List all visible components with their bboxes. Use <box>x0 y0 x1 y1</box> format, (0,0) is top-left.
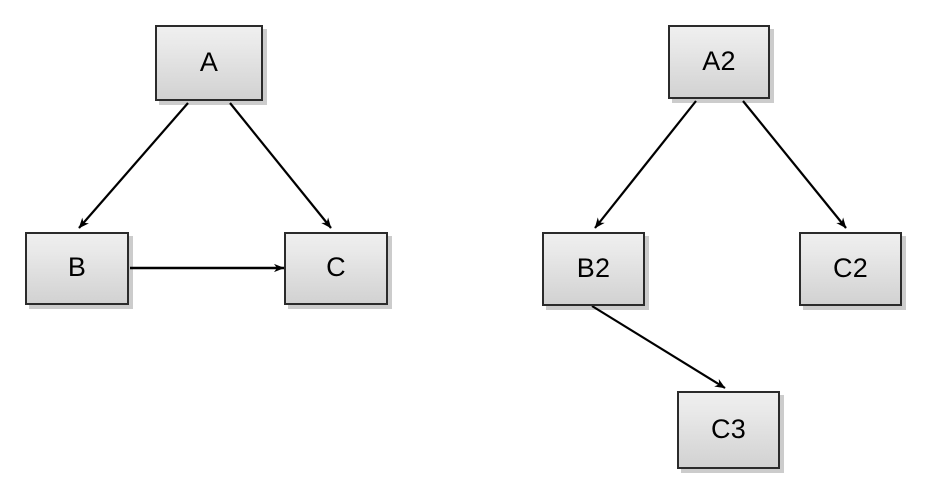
edge-a2-b2 <box>594 100 697 229</box>
node-c-label: C <box>326 252 346 282</box>
edge-a-b <box>78 102 189 229</box>
node-b2[interactable]: B2 <box>542 232 645 306</box>
node-b-label: B <box>67 252 87 282</box>
node-c2[interactable]: C2 <box>799 232 902 306</box>
edge-a2-c2 <box>742 100 847 229</box>
node-a-label: A <box>199 46 219 77</box>
node-c3-label: C3 <box>711 413 746 444</box>
node-a2-label: A2 <box>702 45 736 76</box>
node-c[interactable]: C <box>284 232 388 305</box>
edge-a-c <box>229 102 332 229</box>
node-c3[interactable]: C3 <box>677 391 780 469</box>
node-b[interactable]: B <box>25 232 129 305</box>
edge-b2-c3 <box>591 305 726 389</box>
node-b2-label: B2 <box>576 252 611 283</box>
node-a2[interactable]: A2 <box>668 25 770 99</box>
node-a[interactable]: A <box>155 25 263 101</box>
node-c2-label: C2 <box>833 252 868 283</box>
